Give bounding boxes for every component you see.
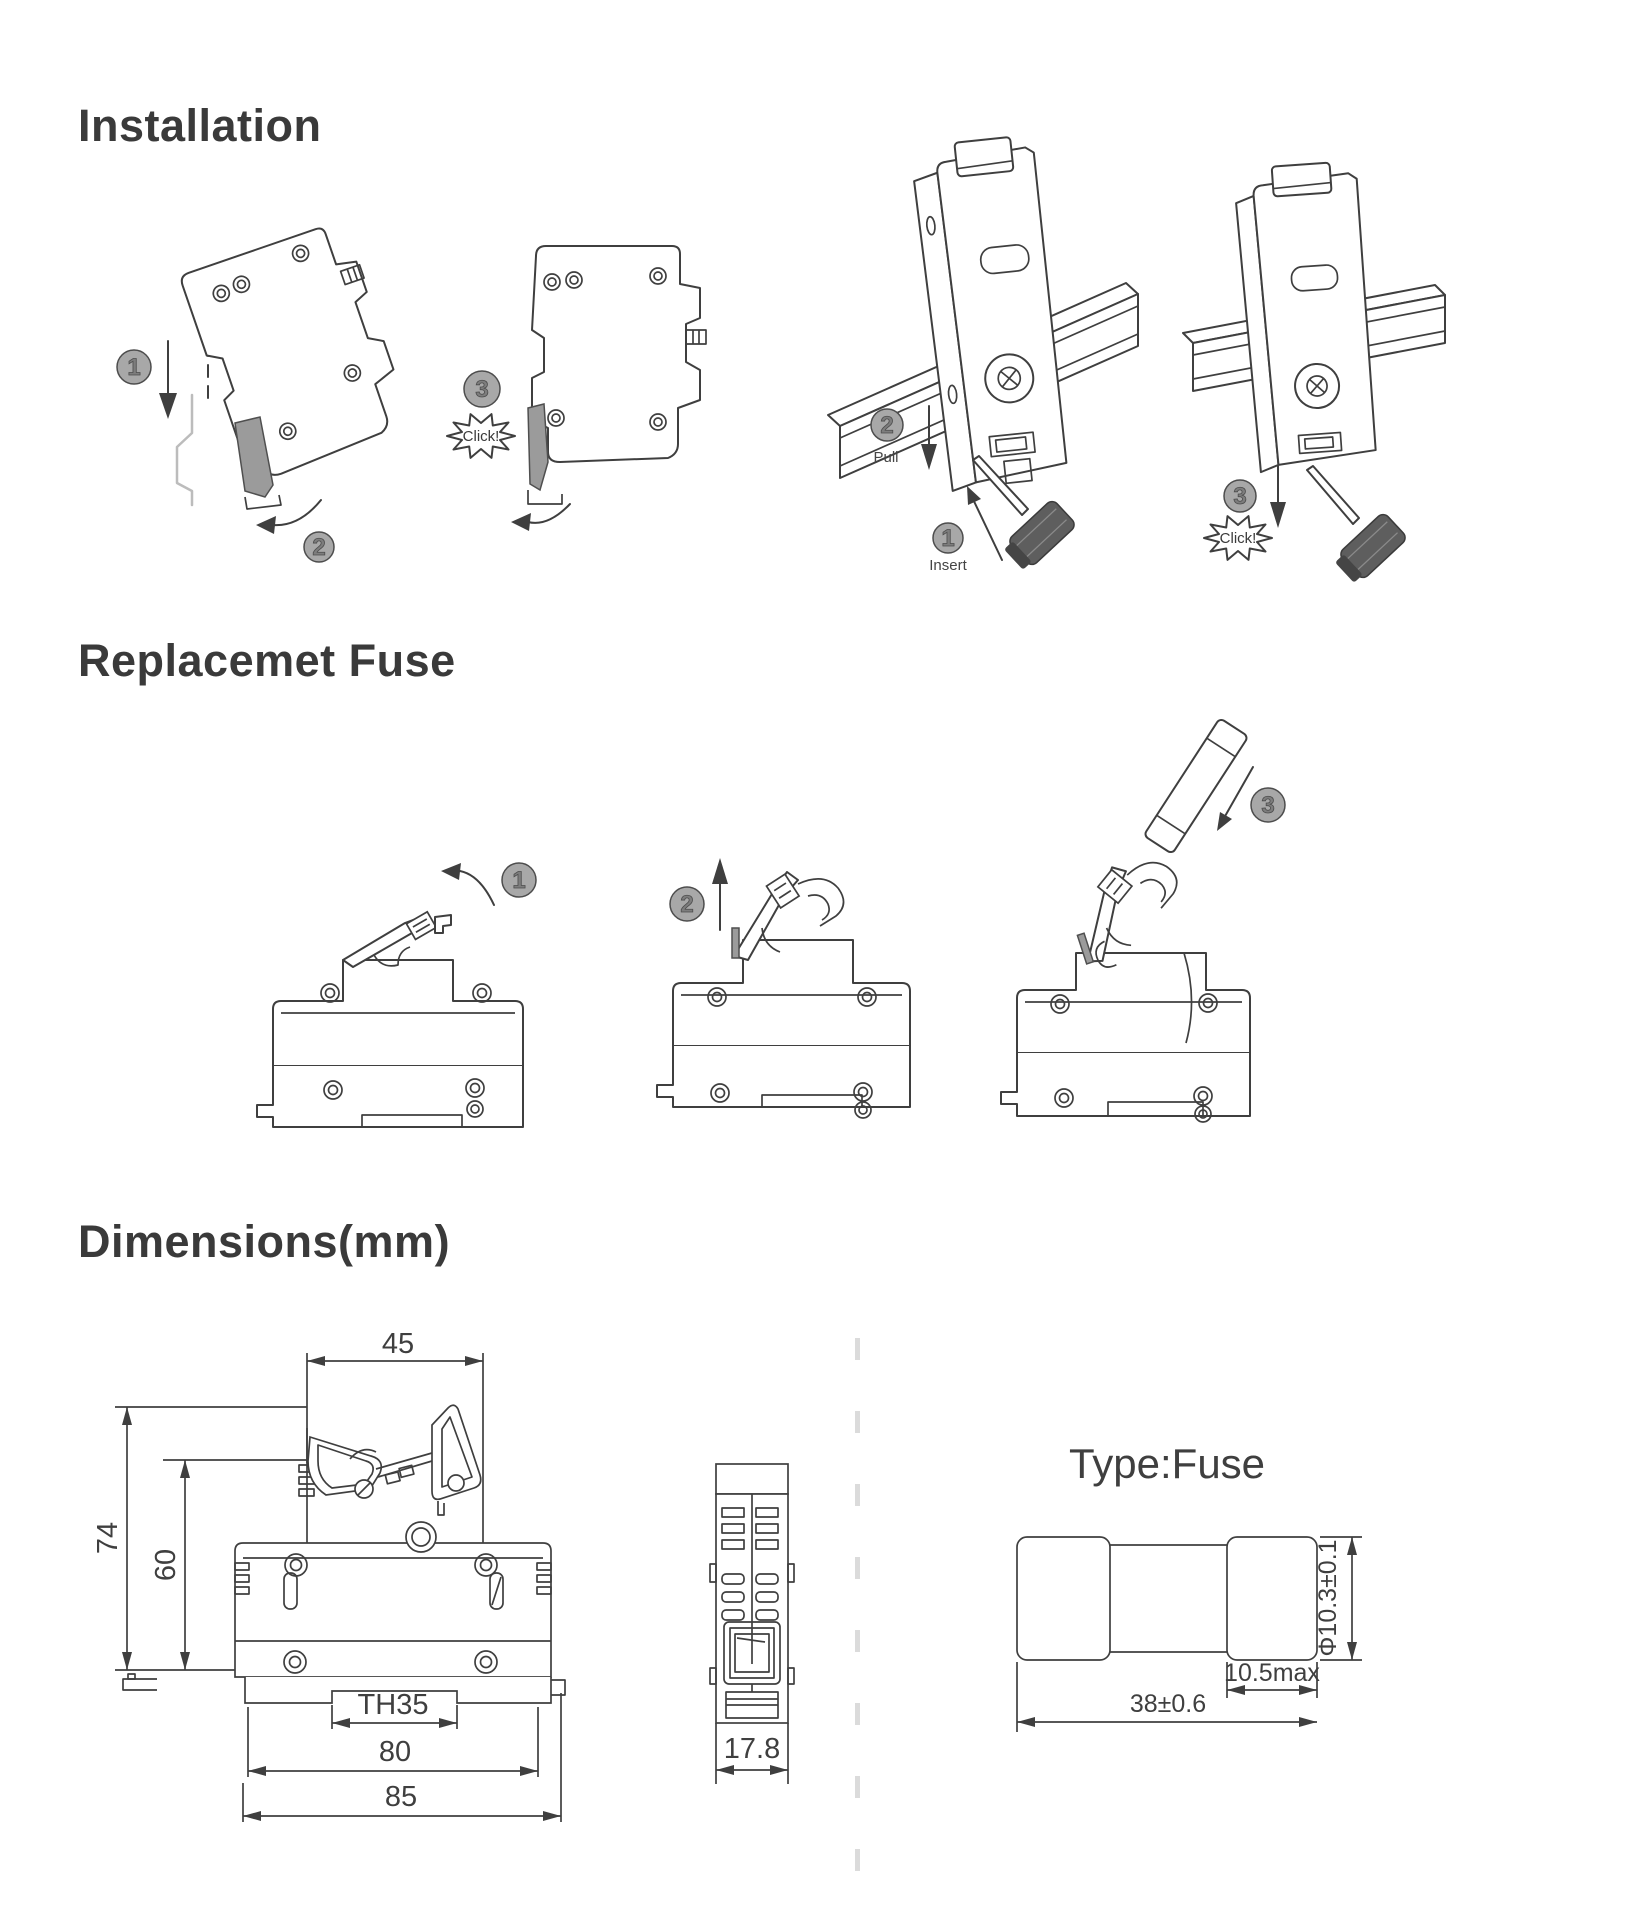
fuse-holder-front bbox=[1000, 952, 1251, 1123]
rail-clip-detail bbox=[339, 263, 365, 286]
step-1-badge bbox=[501, 862, 537, 898]
section-separator-dashed bbox=[855, 1338, 860, 1912]
lever-grip bbox=[431, 1404, 482, 1501]
fuse-type-title: Type:Fuse bbox=[1069, 1440, 1265, 1487]
step-1-badge bbox=[932, 522, 964, 554]
step-3-badge bbox=[463, 370, 501, 408]
step-1-number: 1 bbox=[941, 525, 954, 552]
fuse-holder-3d bbox=[1235, 161, 1377, 474]
step-3-number: 3 bbox=[1261, 792, 1274, 819]
step-2-number: 2 bbox=[880, 412, 893, 439]
step-2-badge bbox=[669, 886, 705, 922]
step-1-number: 1 bbox=[127, 354, 140, 381]
step-3-number: 3 bbox=[475, 376, 488, 403]
step-3-badge bbox=[1223, 479, 1257, 513]
replacement-fuse-heading: Replacemet Fuse bbox=[78, 635, 456, 686]
rotate-arrow bbox=[272, 499, 322, 527]
dim-th35-label: TH35 bbox=[358, 1689, 429, 1721]
insert-arrow bbox=[970, 494, 1003, 561]
dim-74-label: 74 bbox=[92, 1522, 124, 1554]
installation-figure-3: 2 Pull 1 Insert bbox=[827, 136, 1139, 574]
fuse-type-drawing: Type:Fuse Φ10.3±0.1 10.5max 38±0.6 bbox=[1016, 1440, 1362, 1732]
rail-latch-clip bbox=[234, 416, 274, 498]
dim-diameter-label: Φ10.3±0.1 bbox=[1314, 1539, 1342, 1656]
fuse-holder-side-view bbox=[531, 245, 707, 463]
dim-cap-label: 10.5max bbox=[1224, 1659, 1320, 1687]
pull-label: Pull bbox=[873, 449, 898, 466]
holder-outline bbox=[234, 1404, 552, 1678]
fuse-carrier-closed bbox=[342, 910, 452, 968]
replacement-figure-3: 3 bbox=[1000, 718, 1286, 1123]
replacement-figure-1: 1 bbox=[256, 862, 537, 1128]
dimension-side-view: 17.8 bbox=[709, 1463, 795, 1784]
step-2-number: 2 bbox=[680, 891, 693, 918]
fuse-carrier-lifted bbox=[731, 871, 845, 961]
dim-length-label: 38±0.6 bbox=[1130, 1690, 1206, 1718]
dimension-front-view: 45 74 60 bbox=[92, 1328, 566, 1822]
fuse-holder-3d bbox=[913, 136, 1068, 492]
dim-60-label: 60 bbox=[150, 1549, 182, 1581]
rail-latch-clip bbox=[527, 403, 549, 492]
step-3-number: 3 bbox=[1233, 483, 1246, 510]
installation-figure-4: 3 Click! bbox=[1182, 161, 1446, 582]
step-2-number: 2 bbox=[312, 534, 325, 561]
fuse-holder-front bbox=[656, 939, 911, 1119]
rail-strip bbox=[244, 1677, 552, 1704]
vent-slots bbox=[721, 1507, 779, 1621]
carrier-contact bbox=[1076, 932, 1095, 965]
dim-80-label: 80 bbox=[379, 1736, 411, 1768]
dim-178-label: 17.8 bbox=[724, 1733, 780, 1765]
top-cap bbox=[715, 1463, 789, 1495]
fuse-holder-side-view bbox=[180, 227, 395, 476]
installation-figure-2: 3 Click! bbox=[446, 245, 707, 531]
insert-label: Insert bbox=[929, 557, 967, 574]
click-label: Click! bbox=[463, 428, 500, 445]
step-3-badge bbox=[1250, 787, 1286, 823]
step-1-badge bbox=[116, 349, 152, 385]
open-arrow bbox=[459, 870, 495, 906]
din-rail-ghost-profile bbox=[175, 393, 194, 507]
fuse-outline bbox=[1016, 1536, 1318, 1661]
screwdriver bbox=[972, 455, 1075, 569]
step-2-badge bbox=[303, 531, 335, 563]
dimensions-heading: Dimensions(mm) bbox=[78, 1216, 451, 1267]
rail-clip-detail bbox=[685, 329, 707, 345]
carrier-socket-edge bbox=[1183, 952, 1193, 1044]
fuse-holder-front bbox=[256, 959, 524, 1128]
click-label: Click! bbox=[1220, 530, 1257, 547]
click-starburst bbox=[446, 413, 516, 459]
step-2-badge bbox=[870, 408, 904, 442]
click-starburst bbox=[1203, 515, 1273, 561]
rotate-arrow bbox=[527, 503, 571, 524]
handle-slot bbox=[979, 244, 1030, 275]
installation-heading: Installation bbox=[78, 100, 322, 151]
replacement-figure-2: 2 bbox=[656, 858, 911, 1119]
fuse-cartridge bbox=[1144, 718, 1248, 854]
fuse-carrier-open bbox=[1076, 861, 1178, 968]
handle-slot bbox=[1290, 264, 1339, 292]
screwdriver bbox=[1306, 465, 1406, 582]
dim-45-label: 45 bbox=[382, 1328, 414, 1360]
dim-85-label: 85 bbox=[385, 1781, 417, 1813]
step-1-number: 1 bbox=[512, 867, 525, 894]
installation-figure-1: 1 2 bbox=[116, 227, 395, 563]
carrier-contact bbox=[731, 927, 740, 959]
remove-arrow bbox=[1223, 766, 1254, 819]
